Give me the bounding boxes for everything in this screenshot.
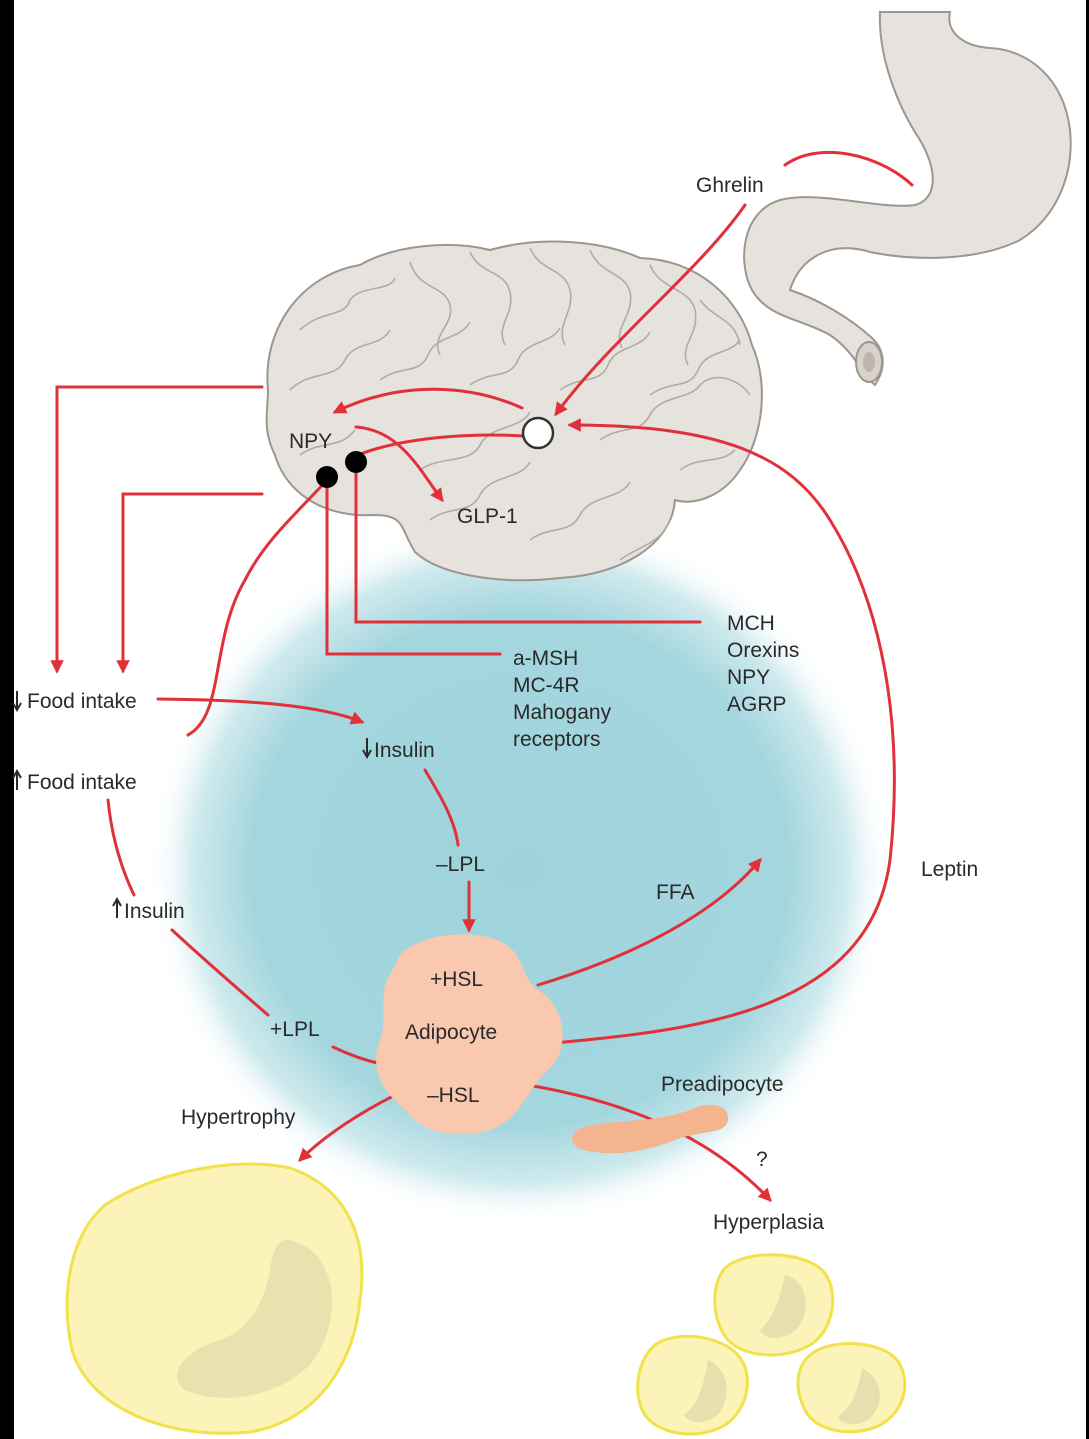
receptor-left-item: a-MSH: [513, 647, 578, 670]
receptor-right-item: AGRP: [727, 693, 787, 716]
receptor-right-item: MCH: [727, 612, 775, 635]
receptor-right-item: Orexins: [727, 639, 799, 662]
adipocyte-label: Adipocyte: [405, 1021, 497, 1044]
receptor-dot-icon: [316, 466, 338, 488]
insulin-up: Insulin: [113, 899, 185, 923]
npy-label: NPY: [289, 430, 332, 453]
insulin-down-label: Insulin: [374, 739, 435, 762]
minus-hsl-label: –HSL: [427, 1084, 480, 1107]
food-intake-down-label: Food intake: [27, 690, 137, 713]
food-intake-up-label: Food intake: [27, 771, 137, 794]
food-intake-up: Food intake: [13, 771, 137, 794]
insulin-up-label: Insulin: [124, 900, 185, 923]
receptor-left-item: receptors: [513, 728, 601, 751]
plus-hsl-label: +HSL: [430, 968, 483, 991]
insulin-down: Insulin: [363, 738, 435, 762]
receptor-right-item: NPY: [727, 666, 770, 689]
hyperplasia-label: Hyperplasia: [713, 1211, 824, 1234]
minus-lpl-label: –LPL: [436, 853, 485, 876]
hypertrophy-label: Hypertrophy: [181, 1106, 296, 1129]
question-label: ?: [756, 1148, 768, 1171]
hypothalamus-circle-icon: [523, 418, 553, 448]
receptor-dot-icon: [345, 451, 367, 473]
glp1-label: GLP-1: [457, 505, 518, 528]
leptin-label: Leptin: [921, 858, 978, 881]
food-intake-down: Food intake: [13, 690, 137, 713]
hypertrophy-fat-cell: [67, 1164, 362, 1433]
receptor-left-item: MC-4R: [513, 674, 580, 697]
plus-lpl-label: +LPL: [270, 1018, 320, 1041]
ffa-label: FFA: [656, 881, 695, 904]
preadipocyte-label: Preadipocyte: [661, 1073, 784, 1096]
ghrelin-label: Ghrelin: [696, 174, 764, 197]
receptor-left-item: Mahogany: [513, 701, 612, 724]
